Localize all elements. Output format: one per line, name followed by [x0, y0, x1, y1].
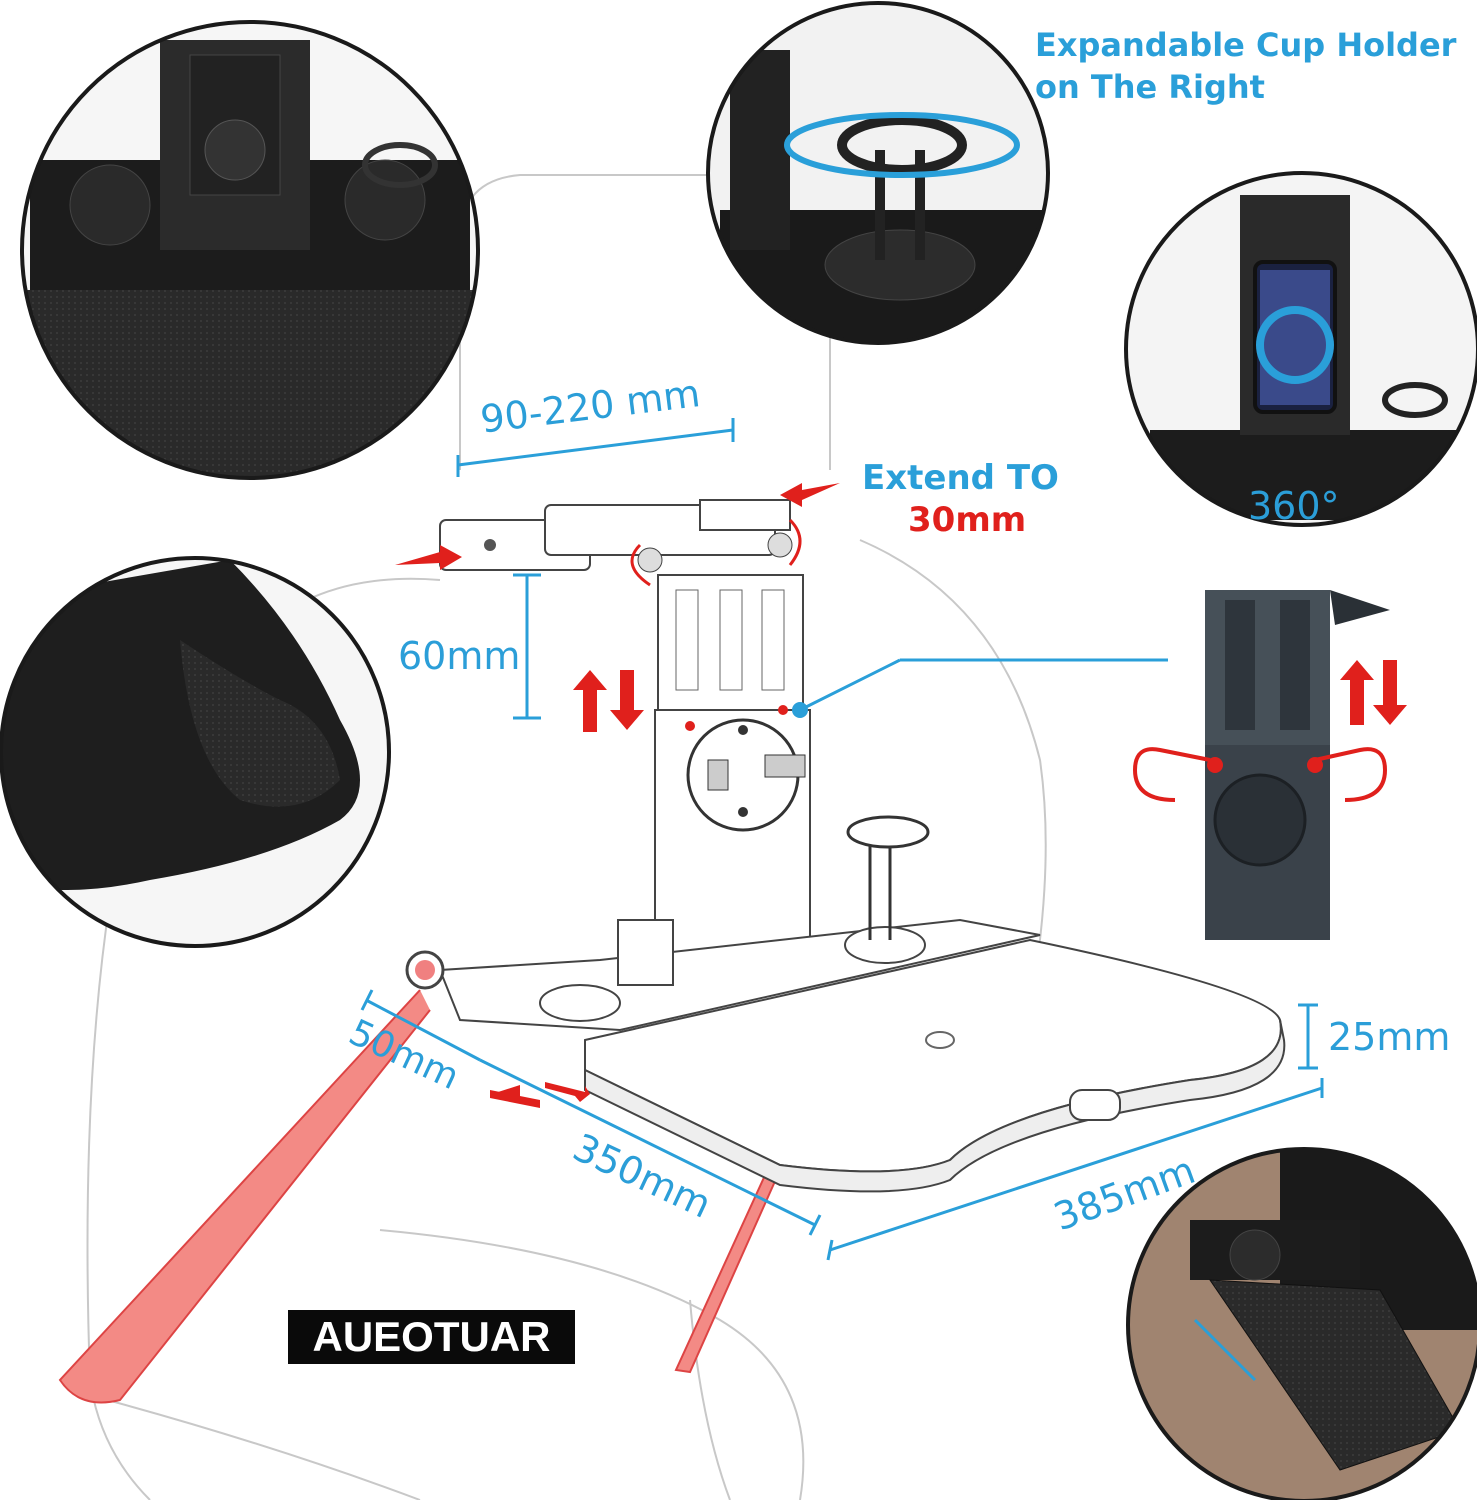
side-detail-holder — [1133, 590, 1390, 940]
height-adjust-label: 60mm — [398, 634, 521, 678]
cup-holder-caption: Expandable Cup Holder on The Right — [1035, 26, 1457, 106]
extend-title: Extend TO — [862, 458, 1059, 498]
dimension-lines — [360, 418, 1324, 1261]
inset-phone-holder — [1126, 173, 1477, 525]
inset-border — [1124, 171, 1477, 527]
strap — [58, 989, 781, 1404]
callout-dot — [792, 702, 808, 718]
inset-mat — [1, 558, 389, 946]
inset-tray-on-seat — [1128, 1149, 1477, 1501]
inset-border — [0, 556, 391, 948]
vertical-frame — [654, 574, 811, 966]
headrest-mount — [439, 499, 802, 587]
extend-value: 30mm — [908, 500, 1027, 540]
inset-border — [20, 20, 480, 480]
tray-table — [584, 938, 1286, 1193]
red-arrows — [395, 483, 1407, 1108]
tray-thickness-label: 25mm — [1328, 1015, 1451, 1059]
brand-logo: AUEOTUAR — [288, 1310, 575, 1364]
tray-base — [405, 815, 1041, 1032]
inset-top-view — [22, 22, 478, 478]
inset-border — [706, 1, 1050, 345]
rotation-label: 360° — [1248, 484, 1340, 528]
